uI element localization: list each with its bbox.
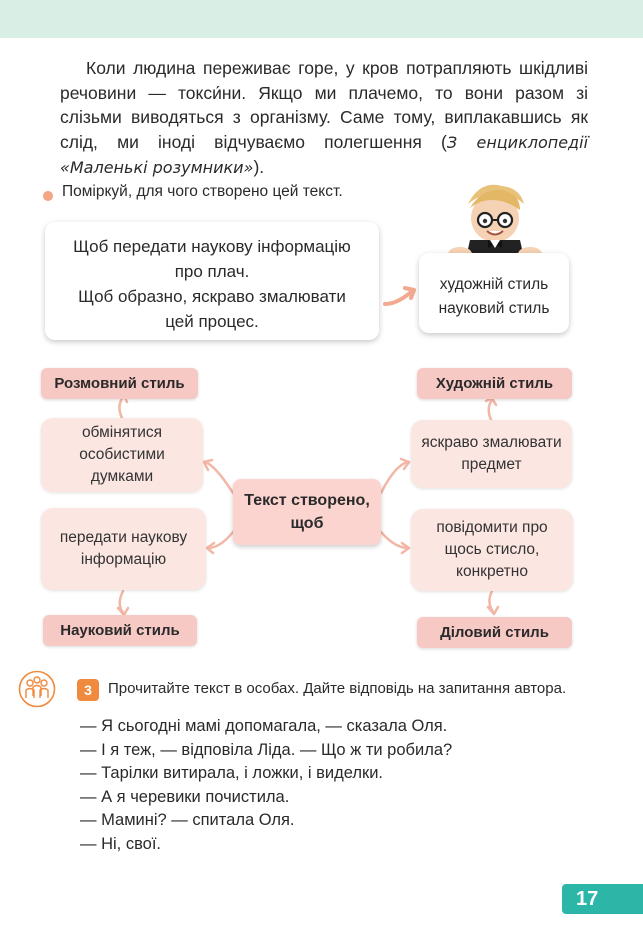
bullet-icon [43, 191, 53, 201]
dialog-line: — І я теж, — відповіла Ліда. — Що ж ти р… [80, 740, 453, 759]
page-number: 17 [562, 884, 643, 914]
bullet-question: Поміркуй, для чого створено цей текст. [62, 183, 343, 200]
label-scientific-style: Науковий стиль [43, 615, 197, 646]
style-options-card: художній стиль науковий стиль [419, 253, 569, 333]
label-business-style: Діловий стиль [417, 617, 572, 648]
task-instruction: Прочитайте текст в особах. Дайте відпові… [108, 680, 567, 697]
intro-paragraph: Коли людина переживає горе, у кров потра… [60, 58, 589, 178]
task-number-badge: 3 [77, 679, 99, 701]
purpose-scientific-info: передати наукову інформацію [41, 508, 206, 590]
dialog-line: — Мамині? — спитала Оля. [80, 811, 295, 829]
dialog-line: — Тарілки витирала, і ложки, і виделки. [80, 764, 384, 782]
top-band [0, 0, 643, 38]
info-card: Щоб передати наукову інформацію про плач… [45, 222, 379, 340]
purpose-inform-concisely: повідомити про щось стисло, конкретно [411, 509, 573, 591]
boy-illustration [448, 184, 542, 258]
group-reading-icon [18, 670, 56, 708]
dialog-list: — Я сьогодні мамі допомагала, — сказала … [80, 715, 452, 856]
label-artistic-style: Художній стиль [417, 368, 572, 399]
dialog-line: — Я сьогодні мамі допомагала, — сказала … [80, 717, 448, 735]
dialog-line: — Ні, свої. [80, 834, 162, 853]
dialog-line: — А я черевики почистила. [80, 787, 290, 806]
curved-arrow-icon [383, 286, 416, 306]
purpose-vivid-depiction: яскраво змалювати предмет [411, 420, 572, 488]
diagram-center: Текст створено, щоб [233, 479, 381, 545]
source-citation: З енциклопедії «Маленькі розумники» [60, 132, 589, 178]
purpose-exchange-thoughts: обмінятися особистими думками [41, 418, 203, 492]
label-conversational-style: Розмовний стиль [41, 368, 198, 399]
